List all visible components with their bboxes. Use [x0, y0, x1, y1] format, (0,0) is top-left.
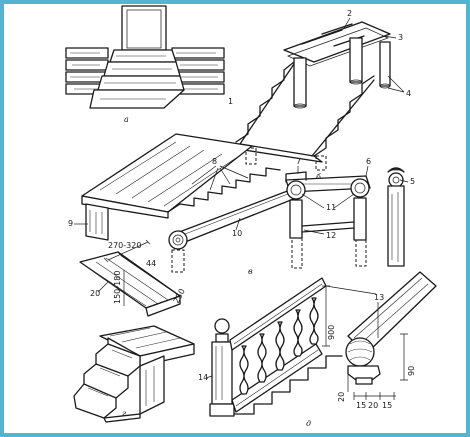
panel-g-enclosed-steps: г [73, 325, 195, 423]
callout-13: 13 [374, 293, 384, 302]
callout-4: 4 [406, 89, 411, 98]
panel-a-porch-steps: а [65, 5, 225, 124]
panel-d-label: д [306, 419, 311, 428]
panel-b-label: б [316, 173, 321, 182]
callout-5: 5 [410, 177, 415, 186]
callout-8-left: 8 [212, 157, 217, 166]
dim-depth: 250 [172, 287, 187, 305]
panel-post-5: 5 [387, 167, 415, 267]
panel-v-label: в [248, 267, 253, 276]
callout-10: 10 [232, 229, 242, 238]
dim-rail-height: 900 [327, 325, 336, 340]
dim-nosing: 44 [146, 259, 156, 268]
callout-1: 1 [228, 97, 233, 106]
callout-9-left: 9 [68, 219, 73, 228]
dim-side: 20 [90, 289, 100, 298]
dim-profile-20: 20 [368, 401, 378, 410]
panel-v-stair-assembly: 8 9 10 7 6 11 12 в [68, 133, 371, 276]
handrail-profile-section: 15 20 15 20 90 13 [325, 271, 437, 410]
panel-d-balustrade: 900 14 д [198, 277, 343, 428]
dim-profile-15b: 15 [382, 401, 392, 410]
stair-construction-diagram: а 1 2 3 4 б [65, 5, 437, 428]
dim-handrail-width: 90 [407, 366, 416, 376]
callout-2: 2 [347, 9, 352, 18]
callout-12: 12 [326, 231, 336, 240]
stringer-dimension-detail: 270-320 44 20 150-180 250 [79, 239, 187, 317]
callout-6: 6 [366, 157, 371, 166]
panel-b-stringer-frame: 1 2 3 4 б [228, 9, 411, 182]
panel-g-label: г [122, 409, 126, 418]
callout-7: 7 [296, 157, 301, 166]
dim-profile-15a: 15 [356, 401, 366, 410]
dim-tread: 270-320 [108, 241, 141, 250]
callout-14: 14 [198, 373, 208, 382]
callout-11: 11 [326, 203, 336, 212]
panel-a-label: а [124, 115, 129, 124]
dim-profile-left: 20 [337, 392, 346, 402]
callout-3: 3 [398, 33, 403, 42]
dim-riser: 150-180 [113, 271, 122, 304]
